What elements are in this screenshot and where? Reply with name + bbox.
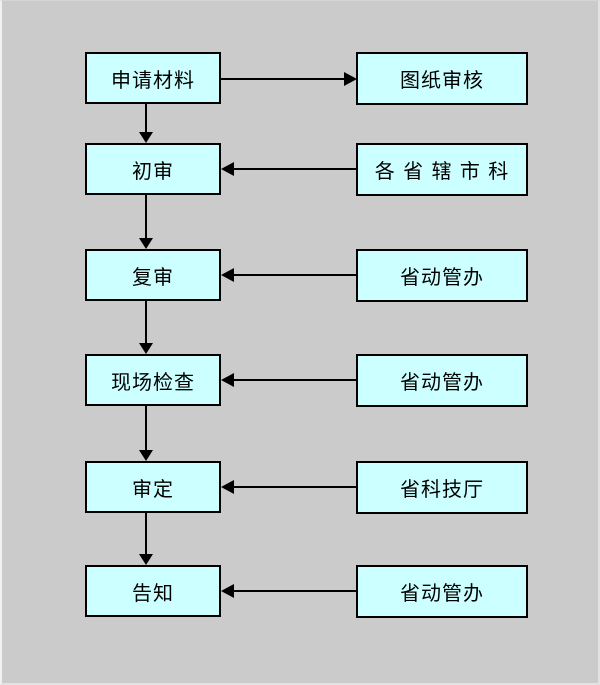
flow-node-city-bureaus: 各 省 辖 市 科 — [356, 143, 528, 196]
arrow-head-right-icon — [344, 72, 357, 86]
flow-node-provincial-admin-office-2: 省动管办 — [356, 354, 528, 407]
arrow-head-left-icon — [221, 268, 234, 282]
arrow-head-down-icon — [139, 554, 153, 565]
arrow-line — [145, 406, 147, 450]
arrow-head-left-icon — [221, 162, 234, 176]
arrow-head-down-icon — [139, 132, 153, 143]
arrow-head-left-icon — [221, 373, 234, 387]
flow-node-site-inspection: 现场检查 — [85, 354, 221, 406]
flow-node-provincial-admin-office-1: 省动管办 — [356, 249, 528, 302]
arrow-head-down-icon — [139, 450, 153, 461]
arrow-head-down-icon — [139, 238, 153, 249]
flow-node-application-materials: 申请材料 — [85, 52, 221, 104]
arrow-head-down-icon — [139, 343, 153, 354]
arrow-line — [145, 104, 147, 133]
arrow-line — [145, 195, 147, 238]
arrow-line — [234, 168, 356, 170]
arrow-line — [234, 486, 356, 488]
arrow-line — [145, 513, 147, 554]
arrow-line — [145, 301, 147, 343]
arrow-line — [221, 78, 344, 80]
flow-node-second-review: 复审 — [85, 249, 221, 301]
arrow-head-left-icon — [221, 480, 234, 494]
arrow-head-left-icon — [221, 584, 234, 598]
flow-node-provincial-admin-office-3: 省动管办 — [356, 565, 528, 618]
arrow-line — [234, 590, 356, 592]
flow-node-final-approval: 审定 — [85, 461, 221, 513]
flow-node-notification: 告知 — [85, 565, 221, 617]
flow-node-initial-review: 初审 — [85, 143, 221, 195]
arrow-line — [234, 379, 356, 381]
flow-node-drawing-review: 图纸审核 — [356, 52, 528, 105]
arrow-line — [234, 274, 356, 276]
flow-node-science-tech-dept: 省科技厅 — [356, 461, 528, 514]
